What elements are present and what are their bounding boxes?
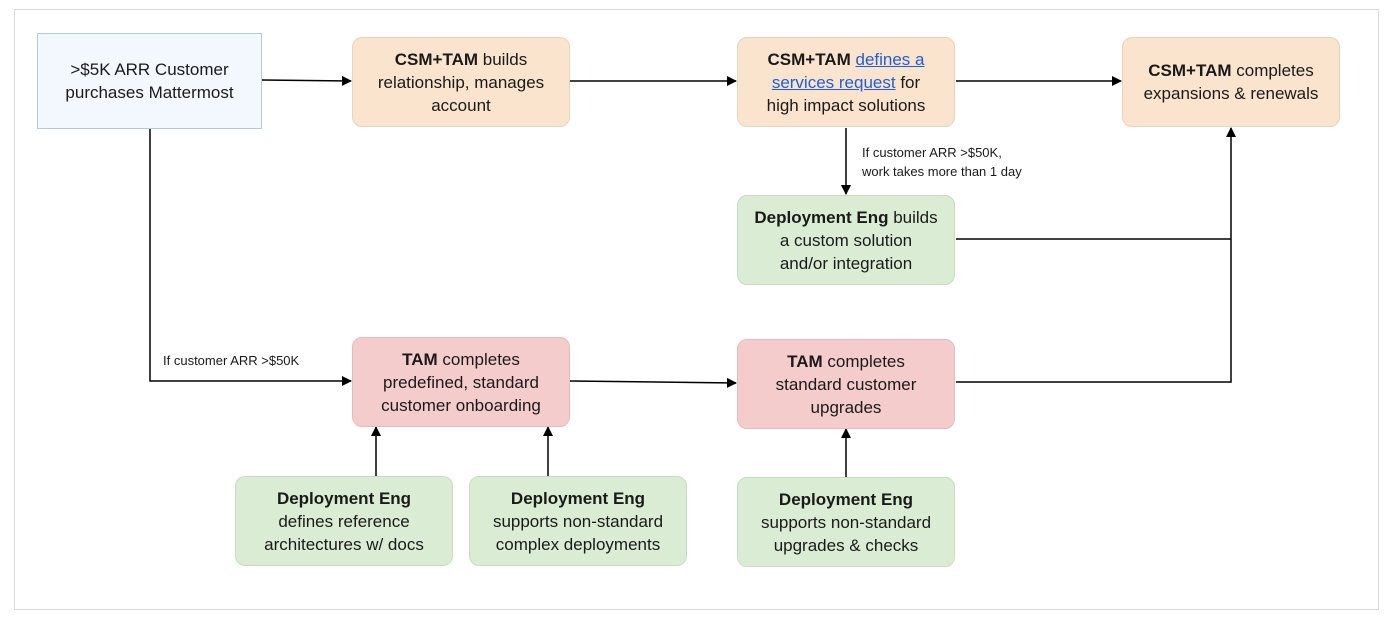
- node-deployment-eng-nonstandard-upgrades: Deployment Eng supports non-standard upg…: [737, 477, 955, 567]
- node-csm-tam-relationship: CSM+TAM builds relationship, manages acc…: [352, 37, 570, 127]
- role-label: Deployment Eng: [778, 489, 914, 509]
- node-text: completes: [437, 349, 520, 369]
- role-label: Deployment Eng: [754, 207, 889, 227]
- edge-label-line: If customer ARR >$50K,: [862, 145, 1002, 160]
- node-text: high impact solutions: [766, 95, 926, 115]
- services-request-link[interactable]: defines a: [855, 49, 925, 69]
- edge-onboarding-to-upgrades: [569, 377, 737, 388]
- node-customer-purchase: >$5K ARR Customer purchases Mattermost: [37, 33, 262, 129]
- role-label: CSM+TAM: [394, 49, 479, 69]
- edge-customer-to-onboarding: [149, 129, 352, 386]
- node-text: complex deployments: [495, 534, 661, 554]
- node-text: expansions & renewals: [1143, 84, 1319, 103]
- node-text: builds: [478, 49, 528, 69]
- node-text: predefined, standard: [383, 372, 539, 392]
- node-tam-upgrades: TAM completes standard customer upgrades: [737, 339, 955, 429]
- node-text: relationship, manages: [377, 72, 545, 92]
- node-text: defines reference: [278, 511, 410, 531]
- node-deployment-eng-custom-solution: Deployment Eng builds a custom solution …: [737, 195, 955, 285]
- node-text: account: [431, 95, 491, 115]
- node-deployment-eng-reference-architectures: Deployment Eng defines reference archite…: [235, 476, 453, 566]
- node-text: upgrades & checks: [773, 535, 919, 555]
- node-text: a custom solution: [779, 230, 913, 250]
- node-text: purchases Mattermost: [65, 83, 234, 102]
- role-label: Deployment Eng: [276, 488, 412, 508]
- node-text: builds: [888, 207, 938, 227]
- role-label: TAM: [402, 349, 438, 369]
- node-text: completes: [1231, 61, 1314, 80]
- node-deployment-eng-complex-deployments: Deployment Eng supports non-standard com…: [469, 476, 687, 566]
- node-text: for: [895, 72, 921, 92]
- node-csm-tam-services-request: CSM+TAM defines a services request for h…: [737, 37, 955, 127]
- node-text: and/or integration: [779, 253, 913, 273]
- node-text: upgrades: [810, 397, 882, 417]
- node-text: architectures w/ docs: [264, 534, 424, 554]
- node-text: customer onboarding: [381, 395, 541, 415]
- node-tam-onboarding: TAM completes predefined, standard custo…: [352, 337, 570, 427]
- edge-customer-to-relationship: [261, 75, 352, 86]
- edge-label-customer-to-onboarding: If customer ARR >$50K: [163, 353, 300, 368]
- node-text: completes: [822, 351, 905, 371]
- edge-upgrades-to-expansions: [956, 127, 1236, 383]
- node-csm-tam-expansions: CSM+TAM completes expansions & renewals: [1122, 37, 1340, 127]
- node-text: >$5K ARR Customer: [70, 60, 229, 79]
- edge-label-line: work takes more than 1 day: [862, 164, 1022, 179]
- node-text: supports non-standard: [760, 512, 932, 532]
- edge-label-services-to-custom: If customer ARR >$50K, work takes more t…: [862, 143, 1022, 181]
- services-request-link[interactable]: services request: [771, 72, 896, 92]
- role-label: CSM+TAM: [767, 49, 851, 69]
- node-text: standard customer: [775, 374, 917, 394]
- role-label: CSM+TAM: [1148, 61, 1232, 80]
- node-text: supports non-standard: [492, 511, 664, 531]
- diagram-frame: [14, 9, 1379, 610]
- role-label: Deployment Eng: [510, 488, 646, 508]
- role-label: TAM: [787, 351, 823, 371]
